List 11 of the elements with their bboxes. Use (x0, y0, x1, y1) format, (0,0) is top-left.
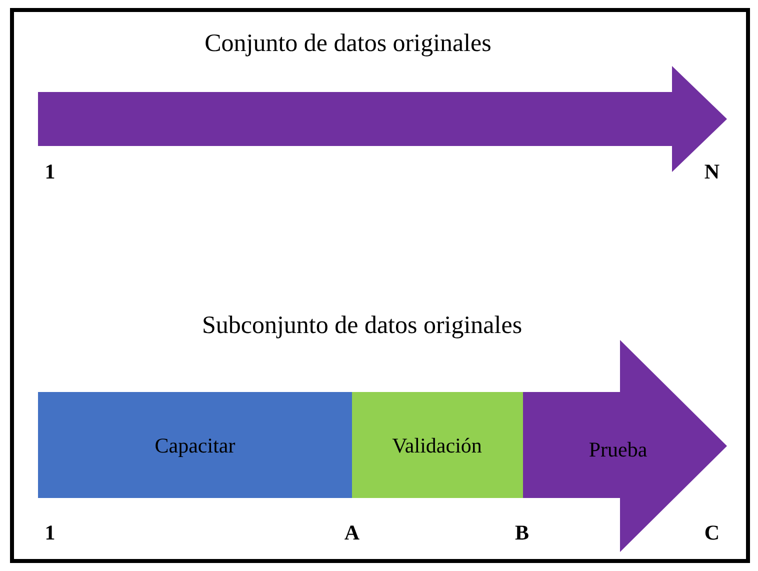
heading: Conjunto de datos originales (204, 30, 492, 58)
position-marker: B (515, 520, 529, 546)
position-marker: N (704, 160, 720, 184)
segment-label: Validación (392, 434, 482, 458)
position-marker: A (344, 520, 360, 546)
segment-label: Prueba (588, 438, 648, 462)
segment-label: Capacitar (154, 434, 236, 458)
position-marker: C (704, 520, 720, 546)
position-marker: 1 (44, 160, 56, 184)
heading: Subconjunto de datos originales (202, 312, 522, 340)
position-marker: 1 (44, 520, 56, 546)
